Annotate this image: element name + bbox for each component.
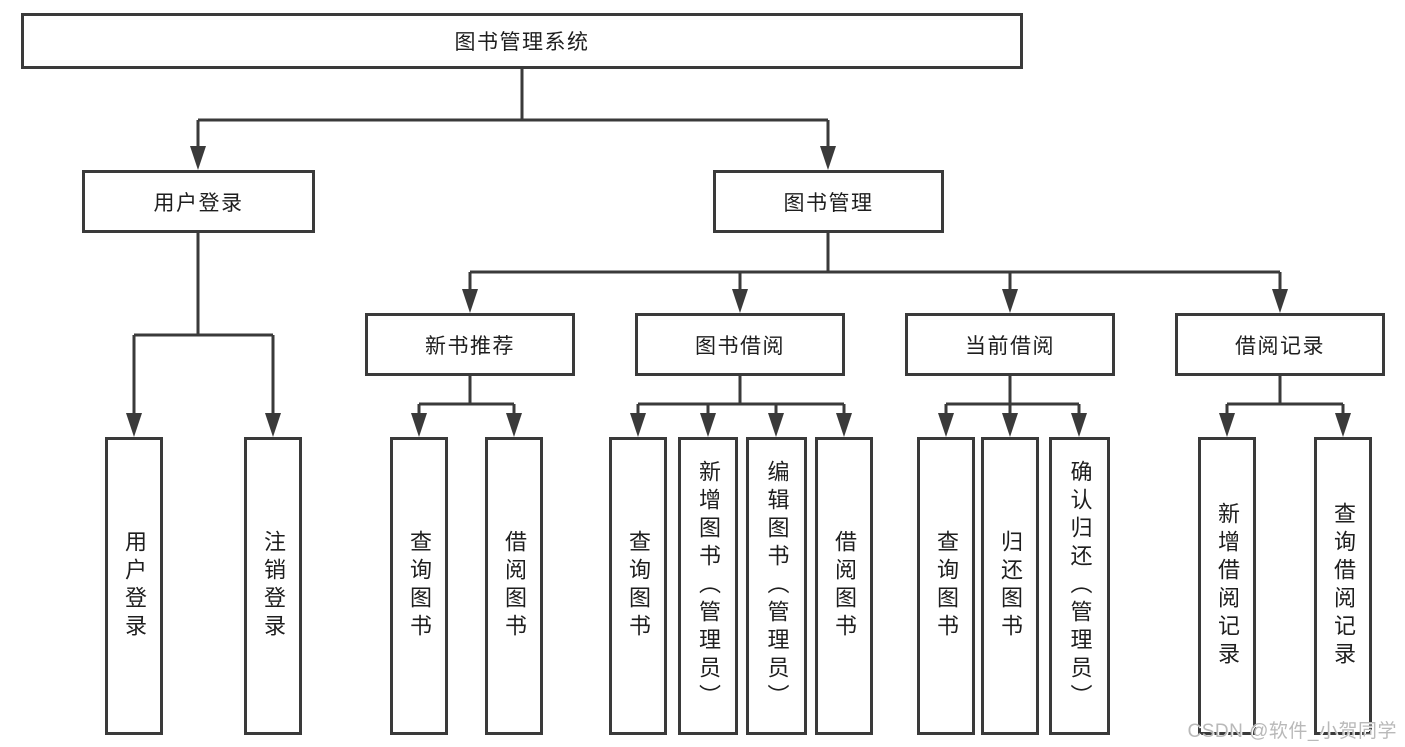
- node-label: 注销登录: [261, 530, 286, 642]
- node-label: 图书管理系统: [454, 31, 590, 54]
- leaf-logout: 注销登录: [244, 437, 302, 735]
- node-label: 当前借阅: [965, 334, 1055, 358]
- connector-user-login-to-leaves: [126, 232, 281, 437]
- csdn-watermark: CSDN @软件_小贺同学: [1187, 721, 1397, 742]
- leaf-borrow-books-recommend: 借阅图书: [485, 437, 543, 735]
- leaf-edit-books-admin: 编辑图书（管理员）: [746, 437, 807, 735]
- node-label: 查询图书: [626, 530, 651, 642]
- node-user-login: 用户登录: [82, 170, 315, 233]
- leaf-query-books-borrow: 查询图书: [609, 437, 667, 735]
- node-label: 新增图书（管理员）: [696, 460, 721, 712]
- node-root-system: 图书管理系统: [21, 13, 1023, 69]
- connector-borrow-records-to-leaves: [1219, 375, 1351, 437]
- leaf-add-borrow-record: 新增借阅记录: [1198, 437, 1256, 735]
- leaf-query-books-recommend: 查询图书: [390, 437, 448, 735]
- connector-new-book-to-leaves: [411, 375, 522, 437]
- node-current-borrow: 当前借阅: [905, 313, 1115, 376]
- node-book-borrow: 图书借阅: [635, 313, 845, 376]
- leaf-user-login: 用户登录: [105, 437, 163, 735]
- node-borrow-records: 借阅记录: [1175, 313, 1385, 376]
- node-label: 用户登录: [153, 191, 244, 215]
- leaf-query-borrow-record: 查询借阅记录: [1314, 437, 1372, 735]
- node-label: 用户登录: [122, 530, 147, 642]
- node-label: 确认归还（管理员）: [1067, 460, 1093, 712]
- node-book-management: 图书管理: [713, 170, 944, 233]
- connector-root-to-level2: [190, 68, 836, 170]
- leaf-return-books: 归还图书: [981, 437, 1039, 735]
- node-new-book-recommend: 新书推荐: [365, 313, 575, 376]
- node-label: 新增借阅记录: [1215, 502, 1240, 670]
- connector-book-borrow-to-leaves: [630, 375, 852, 437]
- node-label: 查询借阅记录: [1331, 502, 1356, 670]
- node-label: 归还图书: [998, 530, 1023, 642]
- leaf-add-books-admin: 新增图书（管理员）: [678, 437, 738, 735]
- node-label: 借阅记录: [1235, 334, 1325, 358]
- leaf-borrow-books: 借阅图书: [815, 437, 873, 735]
- node-label: 图书管理: [783, 191, 874, 215]
- node-label: 借阅图书: [832, 530, 857, 642]
- node-label: 新书推荐: [425, 334, 515, 358]
- leaf-query-books-current: 查询图书: [917, 437, 975, 735]
- connector-book-mgmt-to-level3: [462, 232, 1288, 313]
- leaf-confirm-return-admin: 确认归还（管理员）: [1049, 437, 1110, 735]
- node-label: 查询图书: [407, 530, 432, 642]
- node-label: 借阅图书: [502, 530, 527, 642]
- node-label: 编辑图书（管理员）: [764, 460, 790, 712]
- node-label: 查询图书: [934, 530, 959, 642]
- connector-current-borrow-to-leaves: [938, 375, 1087, 437]
- node-label: 图书借阅: [695, 334, 785, 358]
